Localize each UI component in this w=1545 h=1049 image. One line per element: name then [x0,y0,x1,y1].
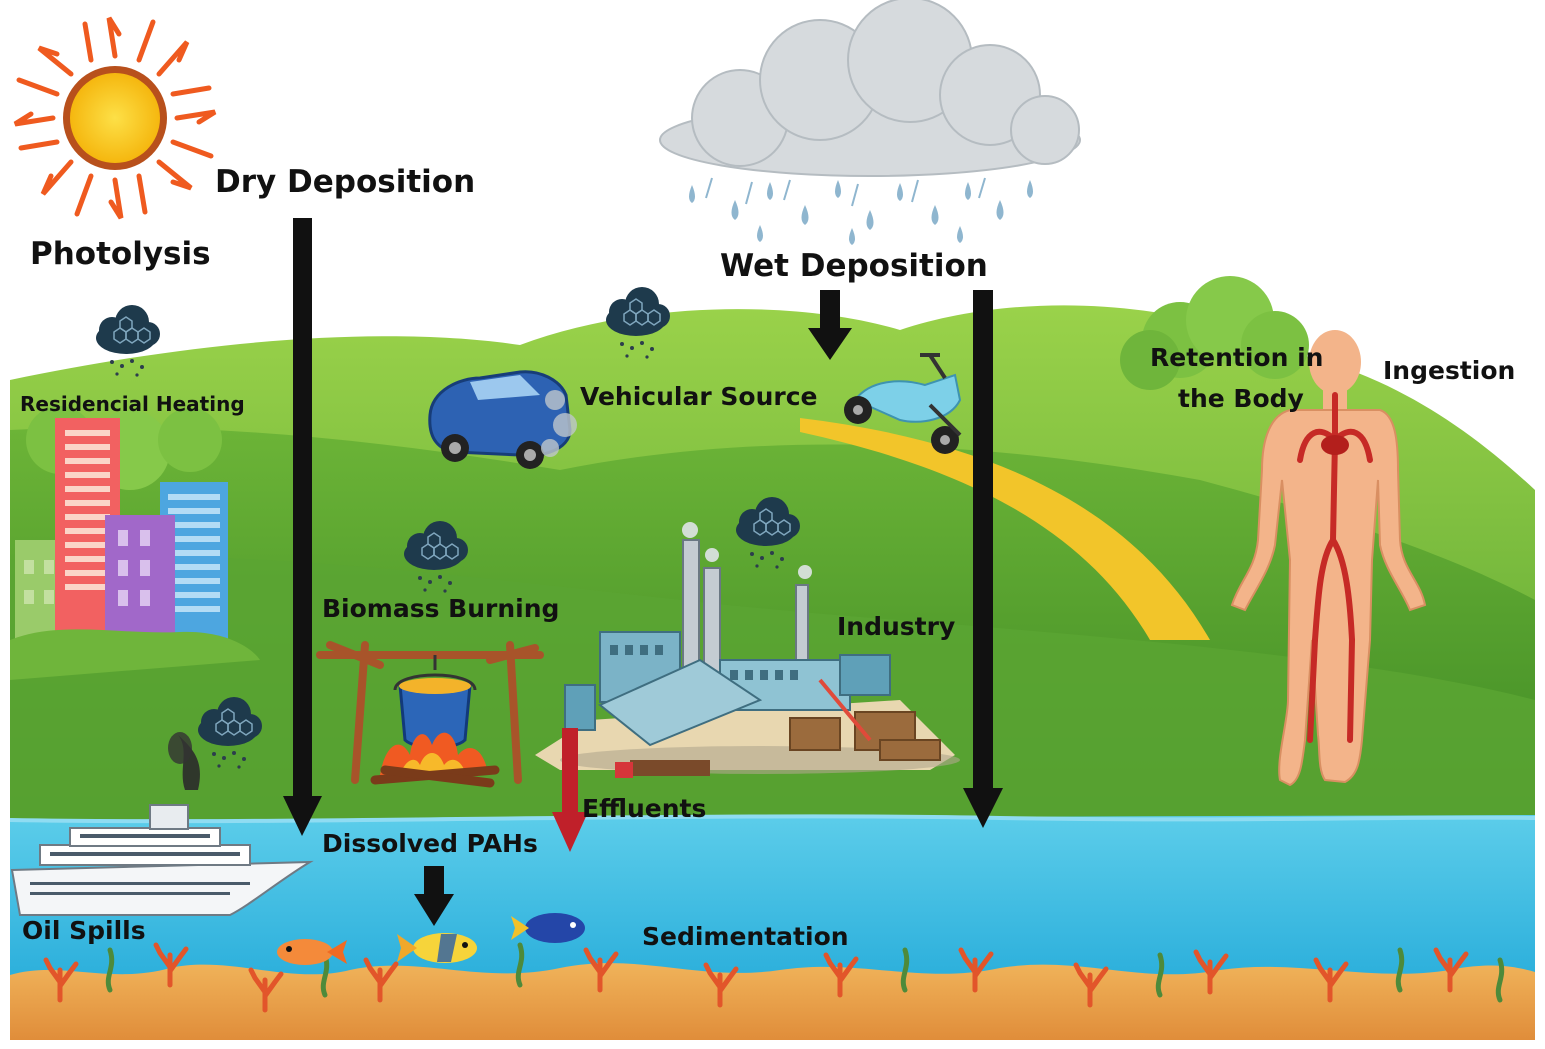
retention-in-body-label-line1: Retention in [1150,343,1324,372]
retention-in-body-label-line2: the Body [1178,384,1304,413]
vehicular-source-label: Vehicular Source [580,382,818,411]
oil-spills-label: Oil Spills [22,916,146,945]
sedimentation-label: Sedimentation [642,922,849,951]
road [800,418,1210,640]
wet-deposition-long-arrow [963,290,1003,828]
campfire-pot-icon [316,641,544,788]
industry-label: Industry [837,612,956,641]
biomass-burning-label: Biomass Burning [322,594,560,623]
sediment-layer [10,963,1535,1040]
factory-icon [535,522,960,778]
dissolved-pahs-label: Dissolved PAHs [322,829,538,858]
water-body [9,814,1536,985]
effluents-label: Effluents [582,794,707,823]
photolysis-label: Photolysis [30,236,211,272]
car-icon [428,370,577,469]
dry-deposition-label: Dry Deposition [215,164,476,200]
wet-deposition-label: Wet Deposition [720,248,988,284]
buildings-icon [10,418,260,680]
fish-icon [277,913,585,965]
wet-deposition-arrow [808,290,852,360]
rain-cloud-icon [659,0,1081,245]
effluents-arrow [552,728,588,852]
dissolved-to-sediment-arrow [414,866,454,926]
ingestion-label: Ingestion [1383,356,1516,385]
human-body-icon [1230,330,1427,787]
residential-heating-label: Residencial Heating [20,392,245,416]
dry-deposition-arrow [283,218,322,836]
ship-icon [10,732,314,916]
scooter-icon [844,353,962,454]
sun-icon [13,16,217,220]
